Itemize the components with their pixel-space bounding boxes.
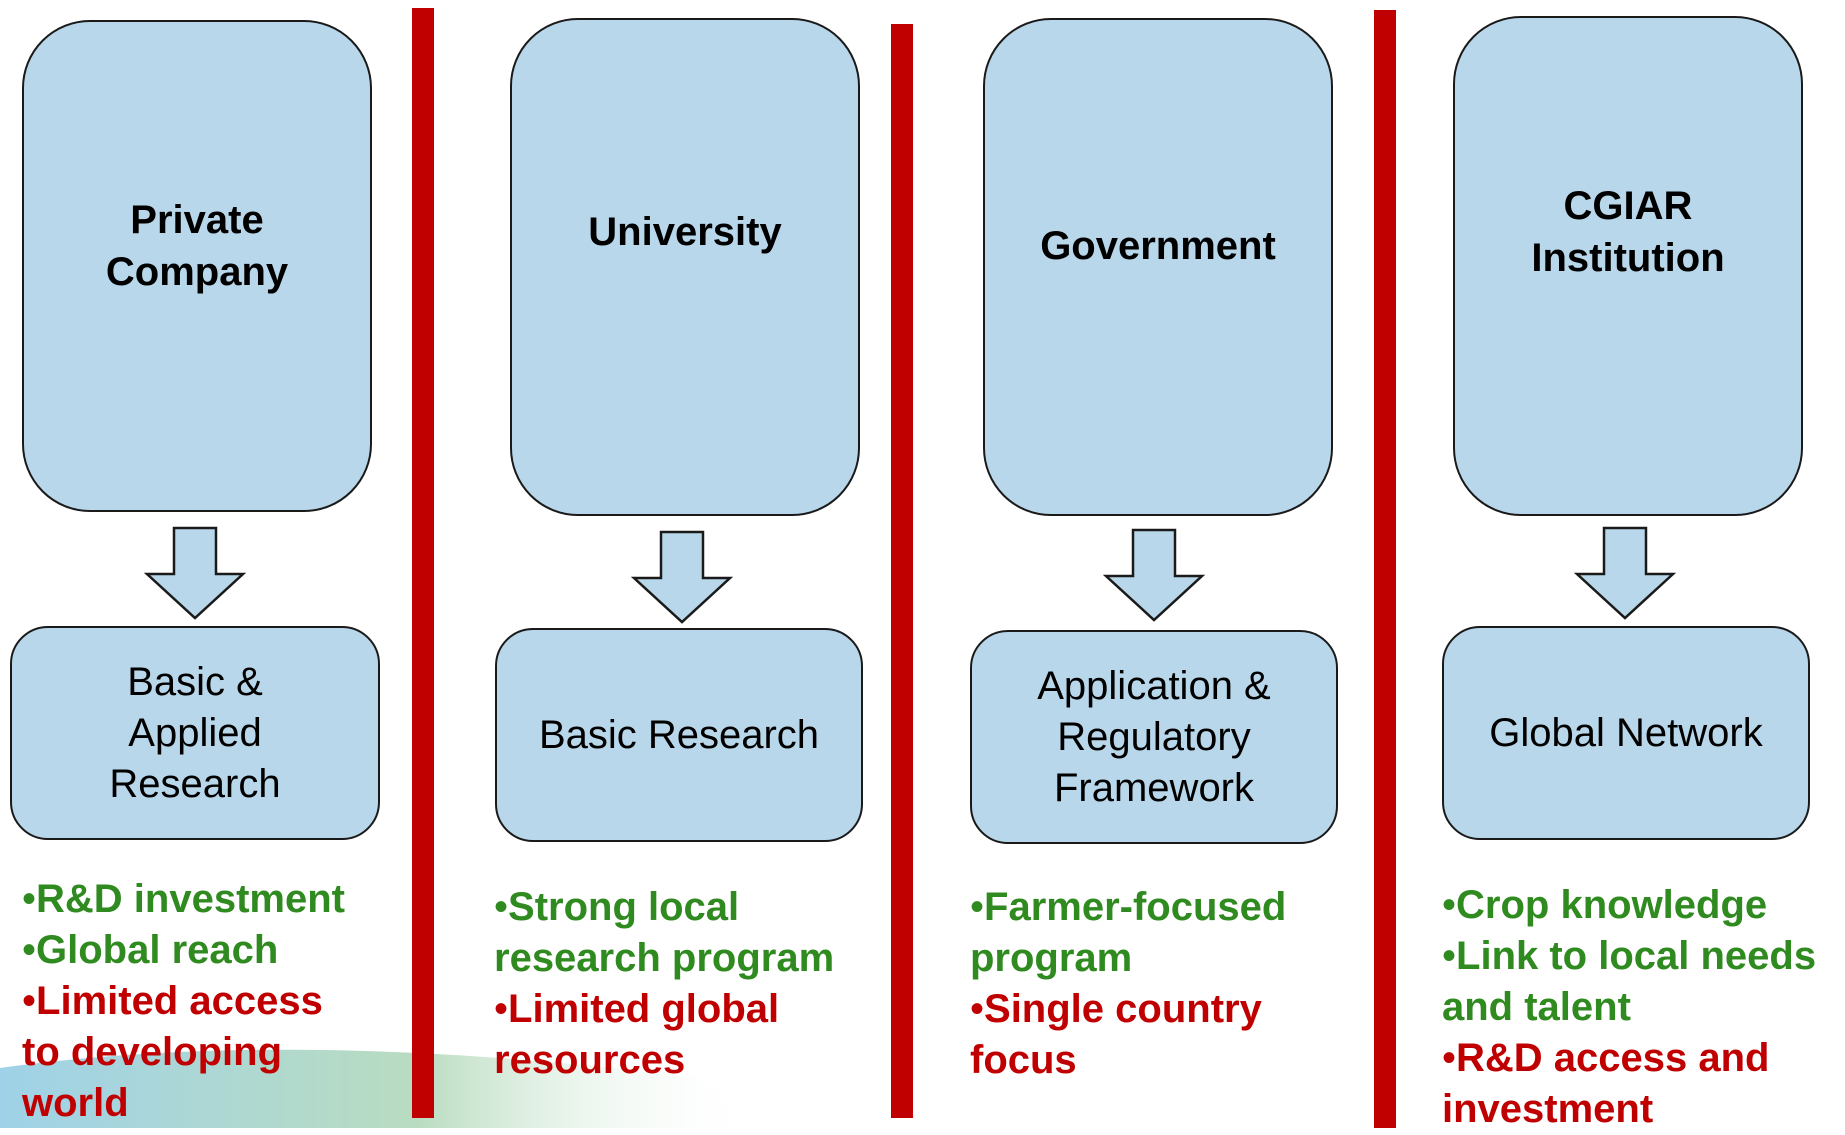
cgiar-institution-box: CGIAR Institution [1453, 16, 1803, 516]
limitation-item: •Limited access to developing world [22, 979, 323, 1125]
university-role-box: Basic Research [495, 628, 863, 842]
down-arrow-icon [1102, 528, 1206, 622]
column-divider-1 [412, 8, 434, 1118]
strength-item: •Global reach [22, 928, 279, 972]
university-title: University [588, 210, 782, 254]
strength-item: •Strong local research program [494, 885, 835, 980]
strength-item: •R&D investment [22, 877, 345, 921]
limitation-item: •R&D access and investment [1442, 1036, 1770, 1131]
strength-item: •Link to local needs and talent [1442, 934, 1817, 1029]
university-role: Basic Research [538, 712, 820, 757]
private-company-bullets: •R&D investment •Global reach •Limited a… [22, 874, 392, 1129]
university-bullets: •Strong local research program •Limited … [494, 882, 874, 1086]
strength-item: •Crop knowledge [1442, 883, 1768, 927]
government-role-box: Application & Regulatory Framework [970, 630, 1338, 844]
government-box: Government [983, 18, 1333, 516]
cgiar-institution-bullets: •Crop knowledge •Link to local needs and… [1442, 880, 1842, 1135]
cgiar-institution-title: CGIAR Institution [1531, 184, 1725, 280]
government-role: Application & Regulatory Framework [1037, 663, 1271, 810]
column-divider-2 [891, 24, 913, 1118]
private-company-role-box: Basic & Applied Research [10, 626, 380, 840]
strength-item: •Farmer-focused program [970, 885, 1287, 980]
private-company-box: Private Company [22, 20, 372, 512]
private-company-title: Private Company [105, 198, 289, 294]
limitation-item: •Single country focus [970, 987, 1262, 1082]
cgiar-institution-role-box: Global Network [1442, 626, 1810, 840]
down-arrow-icon [630, 530, 734, 624]
column-divider-3 [1374, 10, 1396, 1128]
cgiar-institution-role: Global Network [1489, 710, 1763, 755]
private-company-role: Basic & Applied Research [109, 659, 281, 806]
government-title: Government [1040, 224, 1276, 268]
limitation-item: •Limited global resources [494, 987, 780, 1082]
down-arrow-icon [1573, 526, 1677, 620]
university-box: University [510, 18, 860, 516]
down-arrow-icon [143, 526, 247, 620]
government-bullets: •Farmer-focused program •Single country … [970, 882, 1350, 1086]
